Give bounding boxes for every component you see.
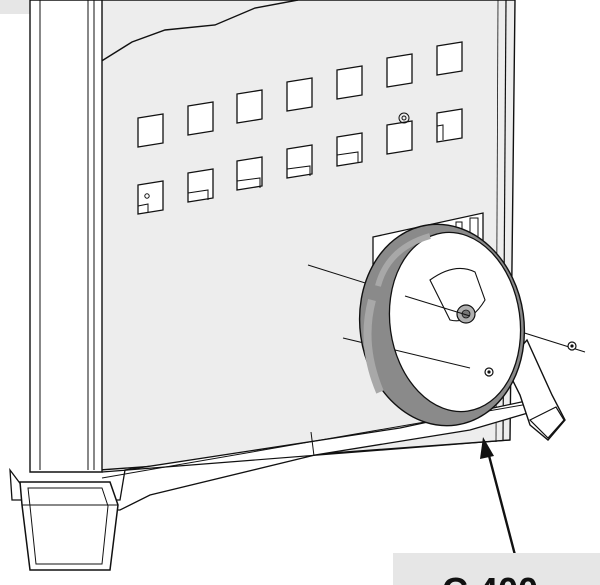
base-seam [310, 431, 315, 457]
cutout-details [137, 112, 444, 212]
screw-lower [484, 367, 494, 377]
callout-label: C 400 [442, 570, 538, 585]
panel-top-edge [99, 0, 299, 63]
left-pillar [29, 0, 103, 473]
left-foot-inner [27, 487, 109, 565]
right-leg-foot [528, 406, 565, 439]
vent-cutouts [137, 41, 463, 215]
left-foot [19, 481, 119, 571]
axis-line-lower-through-ring [394, 349, 471, 369]
callout-arrow-head [480, 437, 494, 459]
cylinder-ring [358, 223, 526, 427]
callout-arrow-shaft [485, 447, 517, 556]
callout-label-box [393, 553, 600, 585]
screw-right [567, 341, 577, 351]
axis-line-through-ring [404, 295, 471, 317]
